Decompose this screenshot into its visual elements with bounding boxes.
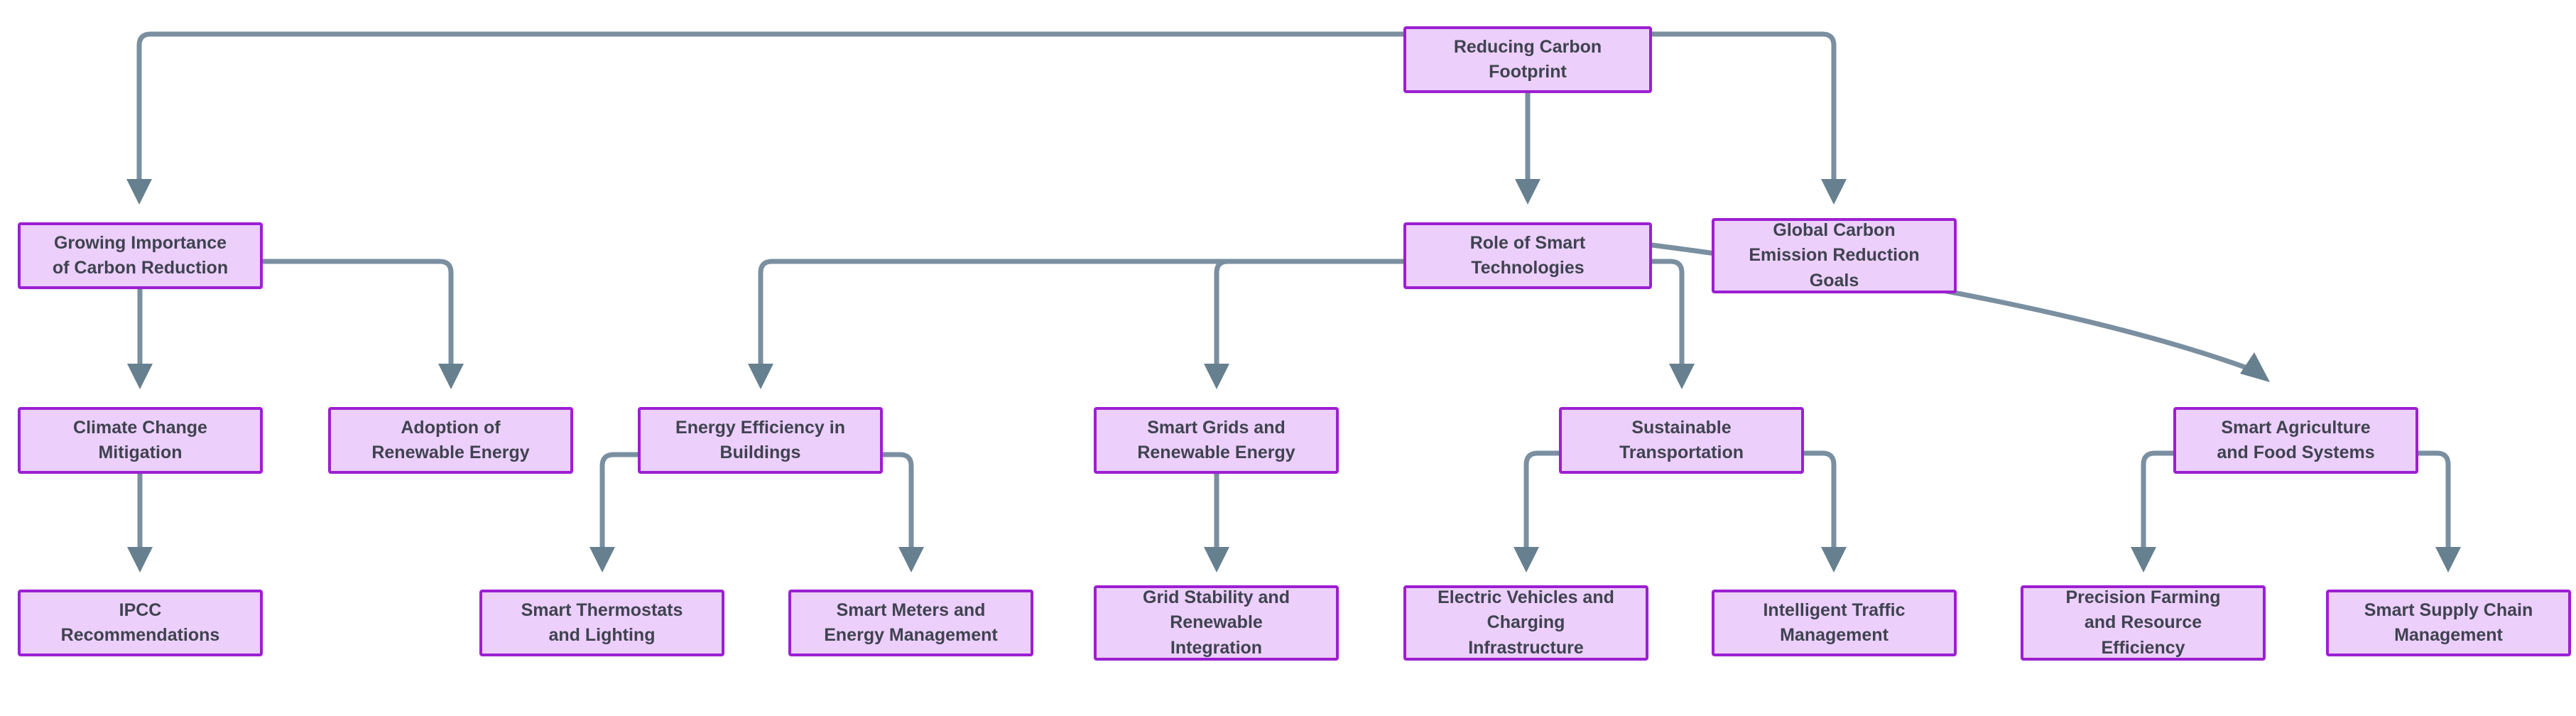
node-growing-importance-of-carbon-reduction[interactable]: Growing Importance of Carbon Reduction: [18, 222, 263, 289]
edge-sustainable-transportation-to-intelligent-traffic: [1801, 450, 1837, 557]
node-label: Smart Thermostats and Lighting: [521, 600, 683, 646]
edge-energy-efficiency-to-smart-meters: [880, 452, 914, 557]
node-label: Growing Importance of Carbon Reduction: [52, 232, 229, 278]
node-label: Energy Efficiency in Buildings: [675, 417, 845, 463]
node-role-of-smart-technologies[interactable]: Role of Smart Technologies: [1403, 222, 1652, 289]
node-label: Climate Change Mitigation: [73, 417, 207, 463]
arrowhead-precision-farming: [2131, 547, 2156, 573]
node-label: Adoption of Renewable Energy: [371, 417, 530, 463]
node-energy-efficiency-in-buildings[interactable]: Energy Efficiency in Buildings: [638, 407, 883, 474]
arrowhead-ipcc: [127, 547, 153, 573]
node-label: Global Carbon Emission Reduction Goals: [1749, 219, 1920, 291]
node-label: Smart Grids and Renewable Energy: [1137, 417, 1295, 463]
arrowhead-smart-grids: [1204, 364, 1229, 389]
arrowhead-role-smart-tech: [1515, 179, 1540, 205]
edge-smart-agriculture-to-smart-supply-chain: [2415, 450, 2451, 557]
node-label: Smart Agriculture and Food Systems: [2217, 417, 2375, 463]
node-ipcc-recommendations[interactable]: IPCC Recommendations: [18, 590, 263, 656]
edge-root-to-global-goals: [1649, 31, 1837, 189]
node-label: Role of Smart Technologies: [1469, 232, 1586, 278]
arrowhead-smart-thermostats: [589, 547, 615, 573]
node-climate-change-mitigation[interactable]: Climate Change Mitigation: [18, 407, 263, 474]
node-label: Smart Meters and Energy Management: [824, 600, 998, 646]
node-grid-stability-and-renewable-integration[interactable]: Grid Stability and Renewable Integration: [1094, 585, 1339, 661]
edge-role-smart-tech-to-energy-efficiency: [758, 259, 1406, 374]
arrowhead-energy-efficiency: [748, 364, 773, 389]
node-global-carbon-emission-reduction-goals[interactable]: Global Carbon Emission Reduction Goals: [1712, 218, 1957, 293]
node-precision-farming-and-resource-efficiency[interactable]: Precision Farming and Resource Efficienc…: [2021, 585, 2266, 661]
node-label: Sustainable Transportation: [1619, 417, 1744, 463]
node-smart-meters-and-energy-management[interactable]: Smart Meters and Energy Management: [788, 590, 1033, 656]
node-adoption-of-renewable-energy[interactable]: Adoption of Renewable Energy: [328, 407, 573, 474]
arrowhead-smart-supply-chain: [2435, 547, 2461, 573]
arrowhead-growing-importance: [126, 179, 152, 205]
node-reducing-carbon-footprint[interactable]: Reducing Carbon Footprint: [1403, 26, 1652, 93]
node-smart-supply-chain-management[interactable]: Smart Supply Chain Management: [2326, 590, 2571, 656]
arrowhead-grid-stability: [1204, 547, 1229, 573]
arrowhead-intelligent-traffic: [1821, 547, 1847, 573]
arrowhead-smart-agriculture: [2240, 352, 2270, 382]
node-intelligent-traffic-management[interactable]: Intelligent Traffic Management: [1712, 590, 1957, 656]
edge-smart-agriculture-to-precision-farming: [2141, 450, 2176, 557]
node-smart-agriculture-and-food-systems[interactable]: Smart Agriculture and Food Systems: [2173, 407, 2418, 474]
arrowhead-electric-vehicles: [1513, 547, 1539, 573]
edge-root-to-growing-importance: [136, 31, 1406, 189]
arrowhead-sustainable-transportation: [1669, 364, 1695, 389]
arrowhead-climate-change: [127, 364, 153, 389]
edge-role-smart-tech-to-smart-grids: [1214, 259, 1406, 374]
node-electric-vehicles-and-charging-infrastructure[interactable]: Electric Vehicles and Charging Infrastru…: [1403, 585, 1648, 661]
node-label: IPCC Recommendations: [60, 600, 220, 646]
node-label: Intelligent Traffic Management: [1763, 600, 1906, 646]
node-smart-thermostats-and-lighting[interactable]: Smart Thermostats and Lighting: [479, 590, 724, 656]
node-label: Electric Vehicles and Charging Infrastru…: [1438, 587, 1614, 658]
edge-energy-efficiency-to-smart-thermostats: [599, 452, 641, 557]
arrowhead-global-goals: [1821, 179, 1847, 205]
arrowhead-smart-meters: [898, 547, 924, 573]
edge-role-smart-tech-to-sustainable-transportation: [1649, 259, 1685, 374]
node-label: Precision Farming and Resource Efficienc…: [2065, 587, 2221, 658]
node-sustainable-transportation[interactable]: Sustainable Transportation: [1559, 407, 1804, 474]
node-label: Reducing Carbon Footprint: [1453, 36, 1602, 82]
node-label: Smart Supply Chain Management: [2364, 600, 2533, 646]
edge-sustainable-transportation-to-electric-vehicles: [1523, 450, 1562, 557]
node-label: Grid Stability and Renewable Integration: [1143, 587, 1290, 658]
node-smart-grids-and-renewable-energy[interactable]: Smart Grids and Renewable Energy: [1094, 407, 1339, 474]
edge-growing-importance-to-renewable-adoption: [260, 259, 454, 374]
arrowhead-renewable-adoption: [438, 364, 464, 389]
